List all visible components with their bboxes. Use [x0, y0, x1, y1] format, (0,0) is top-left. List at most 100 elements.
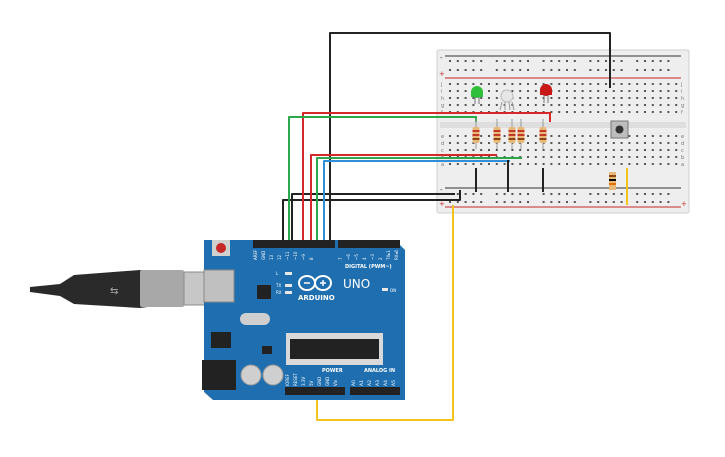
analog-label: ANALOG IN [364, 368, 395, 374]
resistors[interactable] [472, 119, 547, 149]
power-pin-label: IOREF [285, 373, 290, 386]
capacitor-2 [262, 364, 284, 386]
pulldown-resistor[interactable] [609, 172, 616, 190]
power-pin-label: GND [317, 377, 322, 386]
row-letter: g [681, 103, 684, 109]
regulator [211, 332, 231, 348]
row-letter: j [440, 82, 442, 88]
wires [282, 32, 628, 421]
rail-minus-label-bottom: - [440, 186, 443, 194]
row-letter: e [441, 134, 444, 140]
top-pin-label: 4 [362, 257, 367, 260]
row-letter: d [441, 141, 444, 147]
pushbutton[interactable] [610, 120, 629, 139]
status-led-label: RX [276, 290, 282, 295]
resistor [493, 119, 501, 149]
breadboard-holes [449, 60, 678, 203]
top-pin-label: 13 [269, 254, 274, 260]
row-letter: c [681, 148, 684, 154]
row-letter: a [441, 162, 444, 168]
green-wire-short [316, 157, 522, 244]
status-led [285, 291, 292, 294]
usb-cable-icon: ⇆ [30, 270, 235, 308]
power-pin-label: Vin [333, 379, 338, 386]
resistor [472, 119, 480, 149]
analog-pin-label: A0 [351, 380, 357, 386]
top-pin-label: RX◂0 [394, 249, 399, 260]
resistor [508, 119, 516, 149]
top-pin-label: 7 [338, 257, 343, 260]
svg-text:⇆: ⇆ [110, 286, 118, 297]
rail-plus-label-top: + [439, 70, 445, 78]
top-header-right [338, 240, 400, 248]
resistor [539, 119, 547, 149]
top-pin-label: ~3 [370, 254, 375, 260]
top-pin-label: ~9 [301, 254, 306, 260]
analog-pin-label: A4 [383, 380, 389, 386]
atmega-chip [290, 339, 379, 359]
crystal [240, 313, 270, 325]
row-letter: e [681, 134, 684, 140]
small-chip-2 [262, 346, 272, 354]
top-pin-label: TX▸1 [386, 250, 391, 261]
top-header-left [253, 240, 335, 248]
status-led-label: L [276, 271, 279, 276]
power-pin-label: 3.3V [301, 377, 306, 386]
row-letter: d [681, 141, 684, 147]
rgb-led[interactable] [499, 89, 515, 111]
power-pin-label: 5V [309, 380, 314, 386]
digital-label: DIGITAL (PWM~) [345, 264, 392, 270]
analog-header [350, 387, 400, 395]
status-led [285, 272, 292, 275]
analog-pin-label: A5 [391, 380, 397, 386]
top-pin-label: ~5 [354, 254, 359, 260]
analog-pin-label: A3 [375, 380, 381, 386]
row-letter: g [441, 103, 444, 109]
power-pin-label: RESET [293, 373, 298, 386]
row-letter: i [441, 89, 442, 95]
rail-plus-label-bottom-right: + [681, 200, 687, 208]
black-wire-gnd [282, 190, 461, 244]
rail-minus-label-top: - [440, 54, 443, 62]
top-pin-label: ~6 [346, 254, 351, 260]
power-label: POWER [322, 368, 343, 374]
model-label: UNO [343, 277, 370, 291]
pushbutton-icon [615, 125, 624, 134]
row-letter: b [681, 155, 684, 161]
top-pin-label: ~10 [293, 251, 298, 260]
blue-wire [323, 160, 510, 244]
small-chip [257, 285, 271, 299]
top-pin-label: 8 [309, 257, 314, 260]
black-wire-top [329, 32, 611, 244]
top-pin-label: AREF [253, 249, 258, 260]
top-pin-label: 2 [378, 257, 383, 260]
row-letter: i [681, 89, 682, 95]
green-led[interactable] [471, 86, 483, 104]
row-letter: h [681, 96, 684, 102]
capacitor-1 [240, 364, 262, 386]
top-pin-label: 12 [277, 254, 282, 260]
black-wire-gnd2 [291, 193, 455, 244]
on-label: ON [390, 288, 396, 293]
status-led-label: TX [275, 283, 281, 288]
row-letter: a [681, 162, 684, 168]
rail-plus-label-bottom: + [439, 200, 445, 208]
row-letter: c [441, 148, 444, 154]
power-pin-label: GND [325, 377, 330, 386]
row-letter: h [441, 96, 444, 102]
status-led [285, 284, 292, 287]
red-wire-long [302, 112, 551, 244]
yellow-wire [316, 205, 454, 421]
red-led[interactable] [540, 84, 552, 103]
analog-pin-label: A2 [367, 380, 373, 386]
power-jack [202, 360, 236, 390]
resistor [517, 119, 525, 149]
arduino-logo-icon [298, 275, 332, 291]
analog-pin-label: A1 [359, 380, 365, 386]
row-letter: f [681, 110, 683, 116]
